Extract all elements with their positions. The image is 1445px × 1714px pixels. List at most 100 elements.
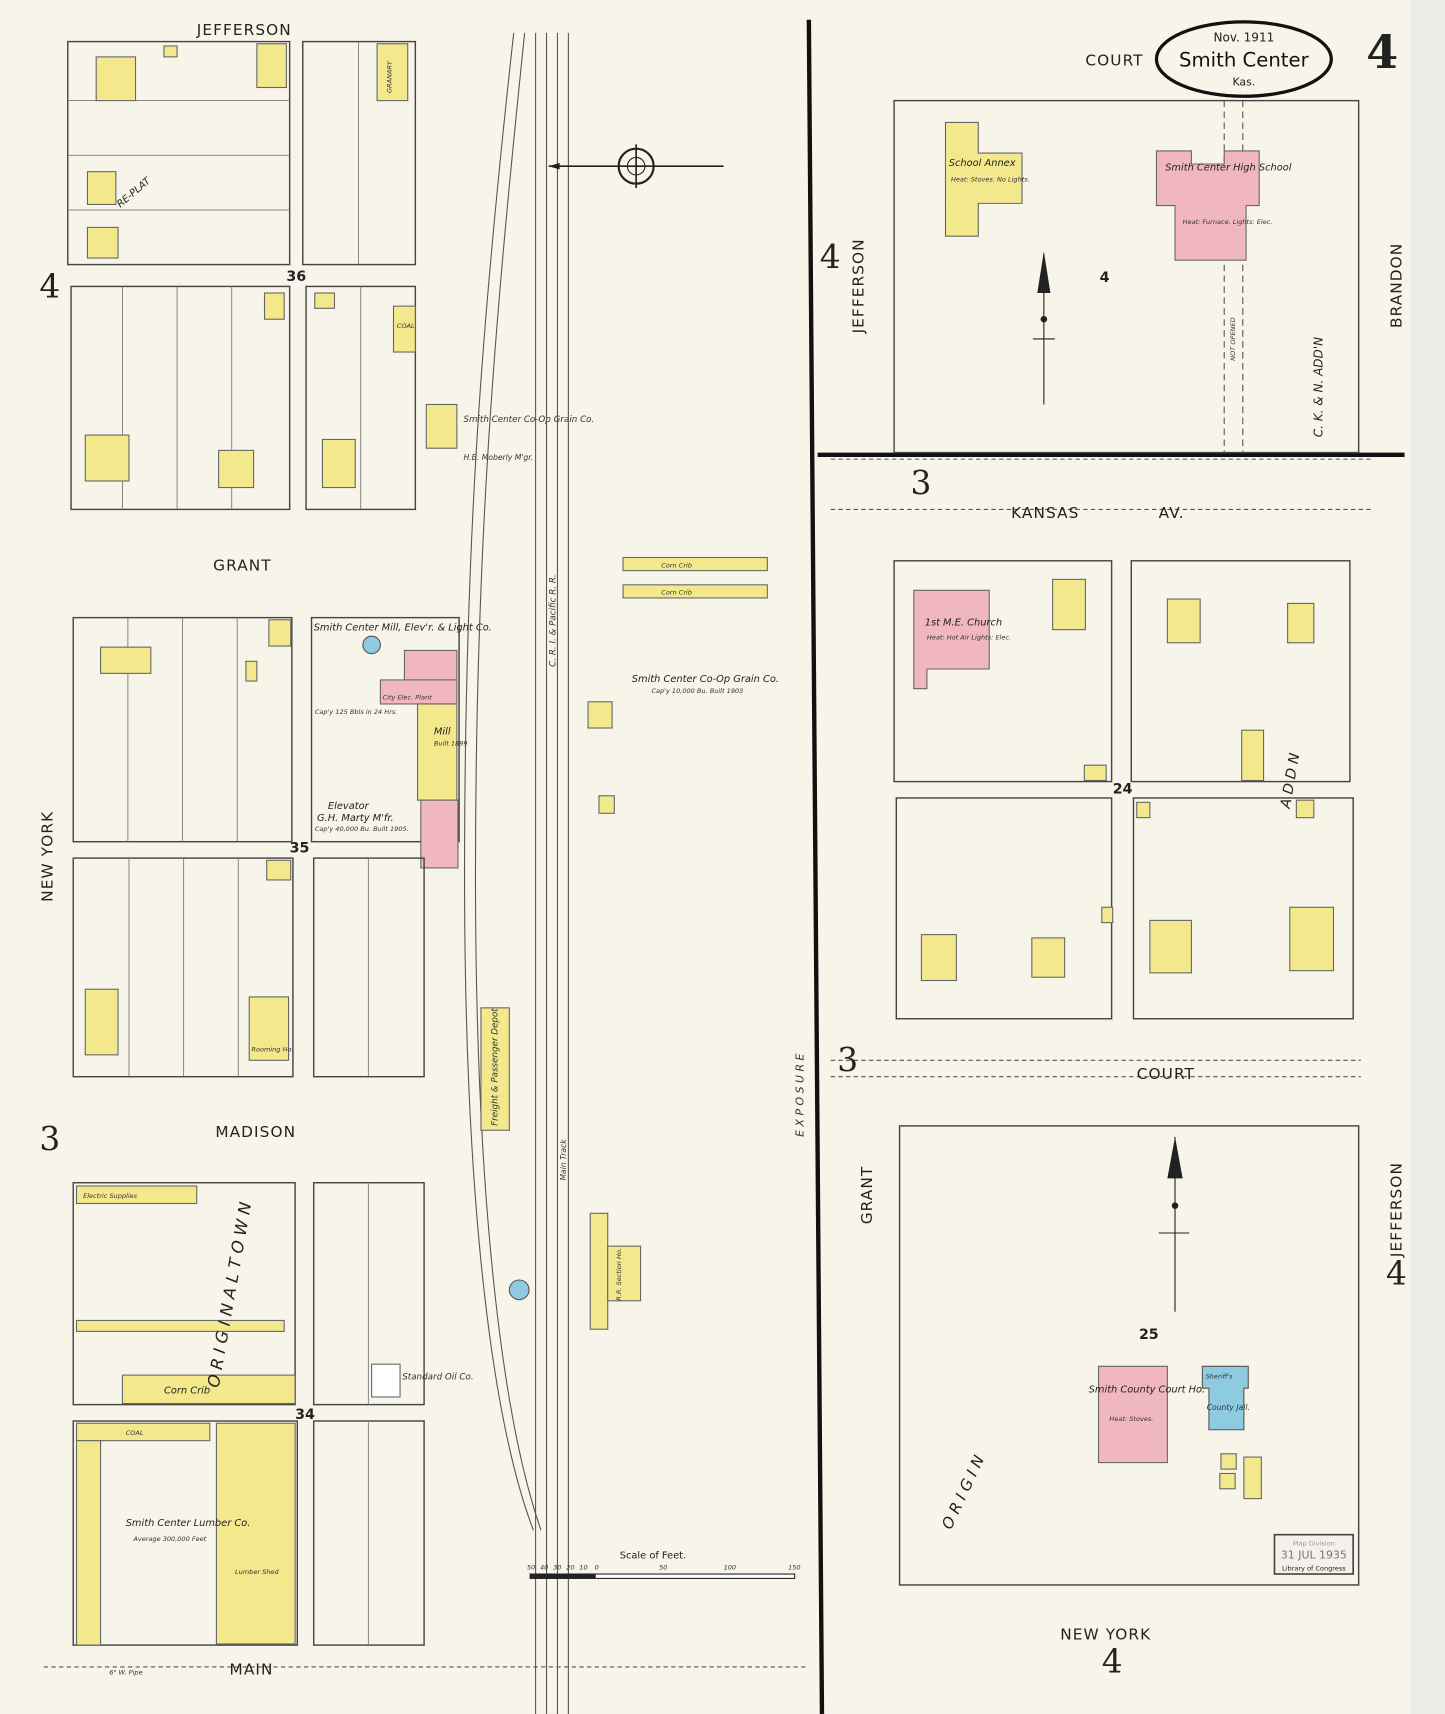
mill-label: Mill [434,727,451,738]
block-row-3: Smith Center Mill, Elev'r. & Light Co. M… [72,616,492,869]
coal-label: COAL [126,1429,144,1437]
mill-company-label: Smith Center Mill, Elev'r. & Light Co. [314,623,492,634]
street-grant: GRANT [213,557,272,575]
map-city: Smith Center [1179,49,1310,72]
elevator-mgr-label: G.H. Marty M'fr. [317,813,394,824]
lumber-average-label: Average 300,000 Feet [132,1535,206,1543]
block-number: 34 [295,1407,315,1423]
scale-label: Scale of Feet. [620,1551,686,1562]
high-school-heat-label: Heat: Furnace. Lights: Elec. [1183,218,1273,226]
church-heat-label: Heat: Hot Air Lights: Elec. [927,633,1011,641]
grain-capacity-label: Cap'y 10,000 Bu. Built 1903 [651,687,743,695]
sheriff-label: Sheriff's [1206,1372,1233,1380]
street-new-york: NEW YORK [38,811,56,902]
school-annex-label: School Annex [949,158,1016,169]
map-date: Nov. 1911 [1214,31,1275,45]
stamp-line: 31 JUL 1935 [1281,1549,1347,1562]
block-number: 25 [1139,1327,1159,1343]
electric-supplies-label: Electric Supplies [83,1192,138,1200]
courthouse-label: Smith County Court Ho. [1089,1385,1206,1396]
street-brandon: BRANDON [1387,243,1405,328]
grain-co2-label: Smith Center Co-Op Grain Co. [632,674,779,685]
main-track-label: Main Track [559,1139,568,1181]
corn-crib-a-label: Corn Crib [661,561,692,569]
scale-tick: 150 [788,1564,801,1572]
block-4: NOT OPENED C. K. & N. ADD'N School Annex… [893,99,1360,454]
sheet-ref: 4 [1102,1642,1123,1680]
compass-rose [548,144,724,189]
street-main: MAIN [230,1661,274,1679]
elevator-capacity-label: Cap'y 40,000 Bu. Built 1905. [315,825,409,833]
jail-label: County Jail. [1207,1403,1250,1412]
block-24: 1st M.E. Church Heat: Hot Air Lights: El… [893,560,1354,1020]
high-school-label: Smith Center High School [1165,163,1292,174]
courthouse-heat-label: Heat: Stoves. [1109,1415,1153,1423]
sheet-ref: 3 [39,1120,60,1158]
sheet-ref: 4 [820,238,841,276]
block-number: 35 [290,841,310,857]
stamp-line: Library of Congress [1282,1565,1346,1573]
scale-tick: 40 [540,1564,548,1572]
church-label: 1st M.E. Church [925,617,1002,628]
street-new-york-bottom: NEW YORK [1060,1626,1151,1644]
scale-tick: 10 [579,1564,587,1572]
street-grant-right: GRANT [858,1166,876,1225]
granary-label: GRANARY [385,60,393,93]
sheet-ref: 3 [837,1041,858,1079]
scale-tick: 0 [595,1564,599,1572]
scale-bar: Scale of Feet. 50 40 30 20 10 0 50 100 1… [527,1551,801,1579]
sheet-ref: 4 [1386,1254,1407,1292]
grain-co-label: Smith Center Co-Op Grain Co. [463,415,594,425]
sheet-ref: 4 [39,267,60,305]
elevator-label: Elevator [328,801,370,812]
library-stamp: Map Division 31 JUL 1935 Library of Cong… [1273,1533,1355,1575]
block-row-2: COAL [70,285,417,511]
block-number: 24 [1113,782,1133,798]
exposure-label: E X P O S U R E [793,1053,806,1136]
corn-crib-label: Corn Crib [164,1386,210,1397]
water-pipe-label: 6" W. Pipe [109,1669,142,1677]
block-number: 4 [1100,270,1110,286]
stamp-line: Map Division [1293,1540,1335,1548]
section-house-label: R.R. Section Ho. [615,1248,623,1301]
school-annex-heat-label: Heat: Stoves. No Lights. [951,176,1030,184]
street-kansas-av: AV. [1159,504,1185,522]
scale-tick: 50 [527,1564,535,1572]
block-main: COAL Smith Center Lumber Co. Average 300… [72,1420,425,1677]
railroad: C. R. I. & Pacific R. R. Main Track Frei… [463,32,806,1714]
standard-oil-label: Standard Oil Co. [402,1372,473,1382]
map-state: Kas. [1232,75,1255,88]
scale-tick: 50 [659,1564,667,1572]
sheet-number: 4 [1366,25,1398,79]
coal-label: COAL [397,322,415,330]
not-opened-label: NOT OPENED [1229,317,1237,360]
street-court: COURT [1085,52,1143,70]
street-madison: MADISON [215,1123,296,1141]
sheet-divider [806,19,825,1714]
block-number: 36 [286,269,306,285]
lumber-company-label: Smith Center Lumber Co. [126,1518,251,1529]
mill-capacity-label: Cap'y 125 Bbls in 24 Hrs. [315,708,398,716]
mill-built-label: Built 1899 [434,740,468,748]
street-court-mid: COURT [1137,1065,1195,1083]
street-kansas: KANSAS [1011,504,1079,522]
block-36: GRANARY RE-PLAT [67,40,417,266]
scale-tick: 20 [566,1564,574,1572]
railroad-label: C. R. I. & Pacific R. R. [548,574,558,667]
lumber-shed-label: Lumber Shed [235,1568,279,1576]
scale-tick: 30 [553,1564,561,1572]
corn-crib-b-label: Corn Crib [661,589,692,597]
grain-co-north: Smith Center Co-Op Grain Co. H.B. Moberl… [425,403,594,462]
city-plant-label: City Elec. Plant [383,694,433,702]
street-jefferson: JEFFERSON [196,21,292,39]
street-jefferson-right: JEFFERSON [850,238,868,334]
sheet-ref: 3 [911,464,932,502]
title-cartouche: Nov. 1911 Smith Center Kas. [1154,20,1333,98]
rooming-house-label: Rooming Ho. [251,1046,293,1054]
depot-label: Freight & Passenger Depot [490,1008,500,1126]
scale-tick: 100 [724,1564,737,1572]
ckn-addition-label: C. K. & N. ADD'N [1312,337,1326,437]
grain-mgr-label: H.B. Moberly M'gr. [463,453,533,462]
